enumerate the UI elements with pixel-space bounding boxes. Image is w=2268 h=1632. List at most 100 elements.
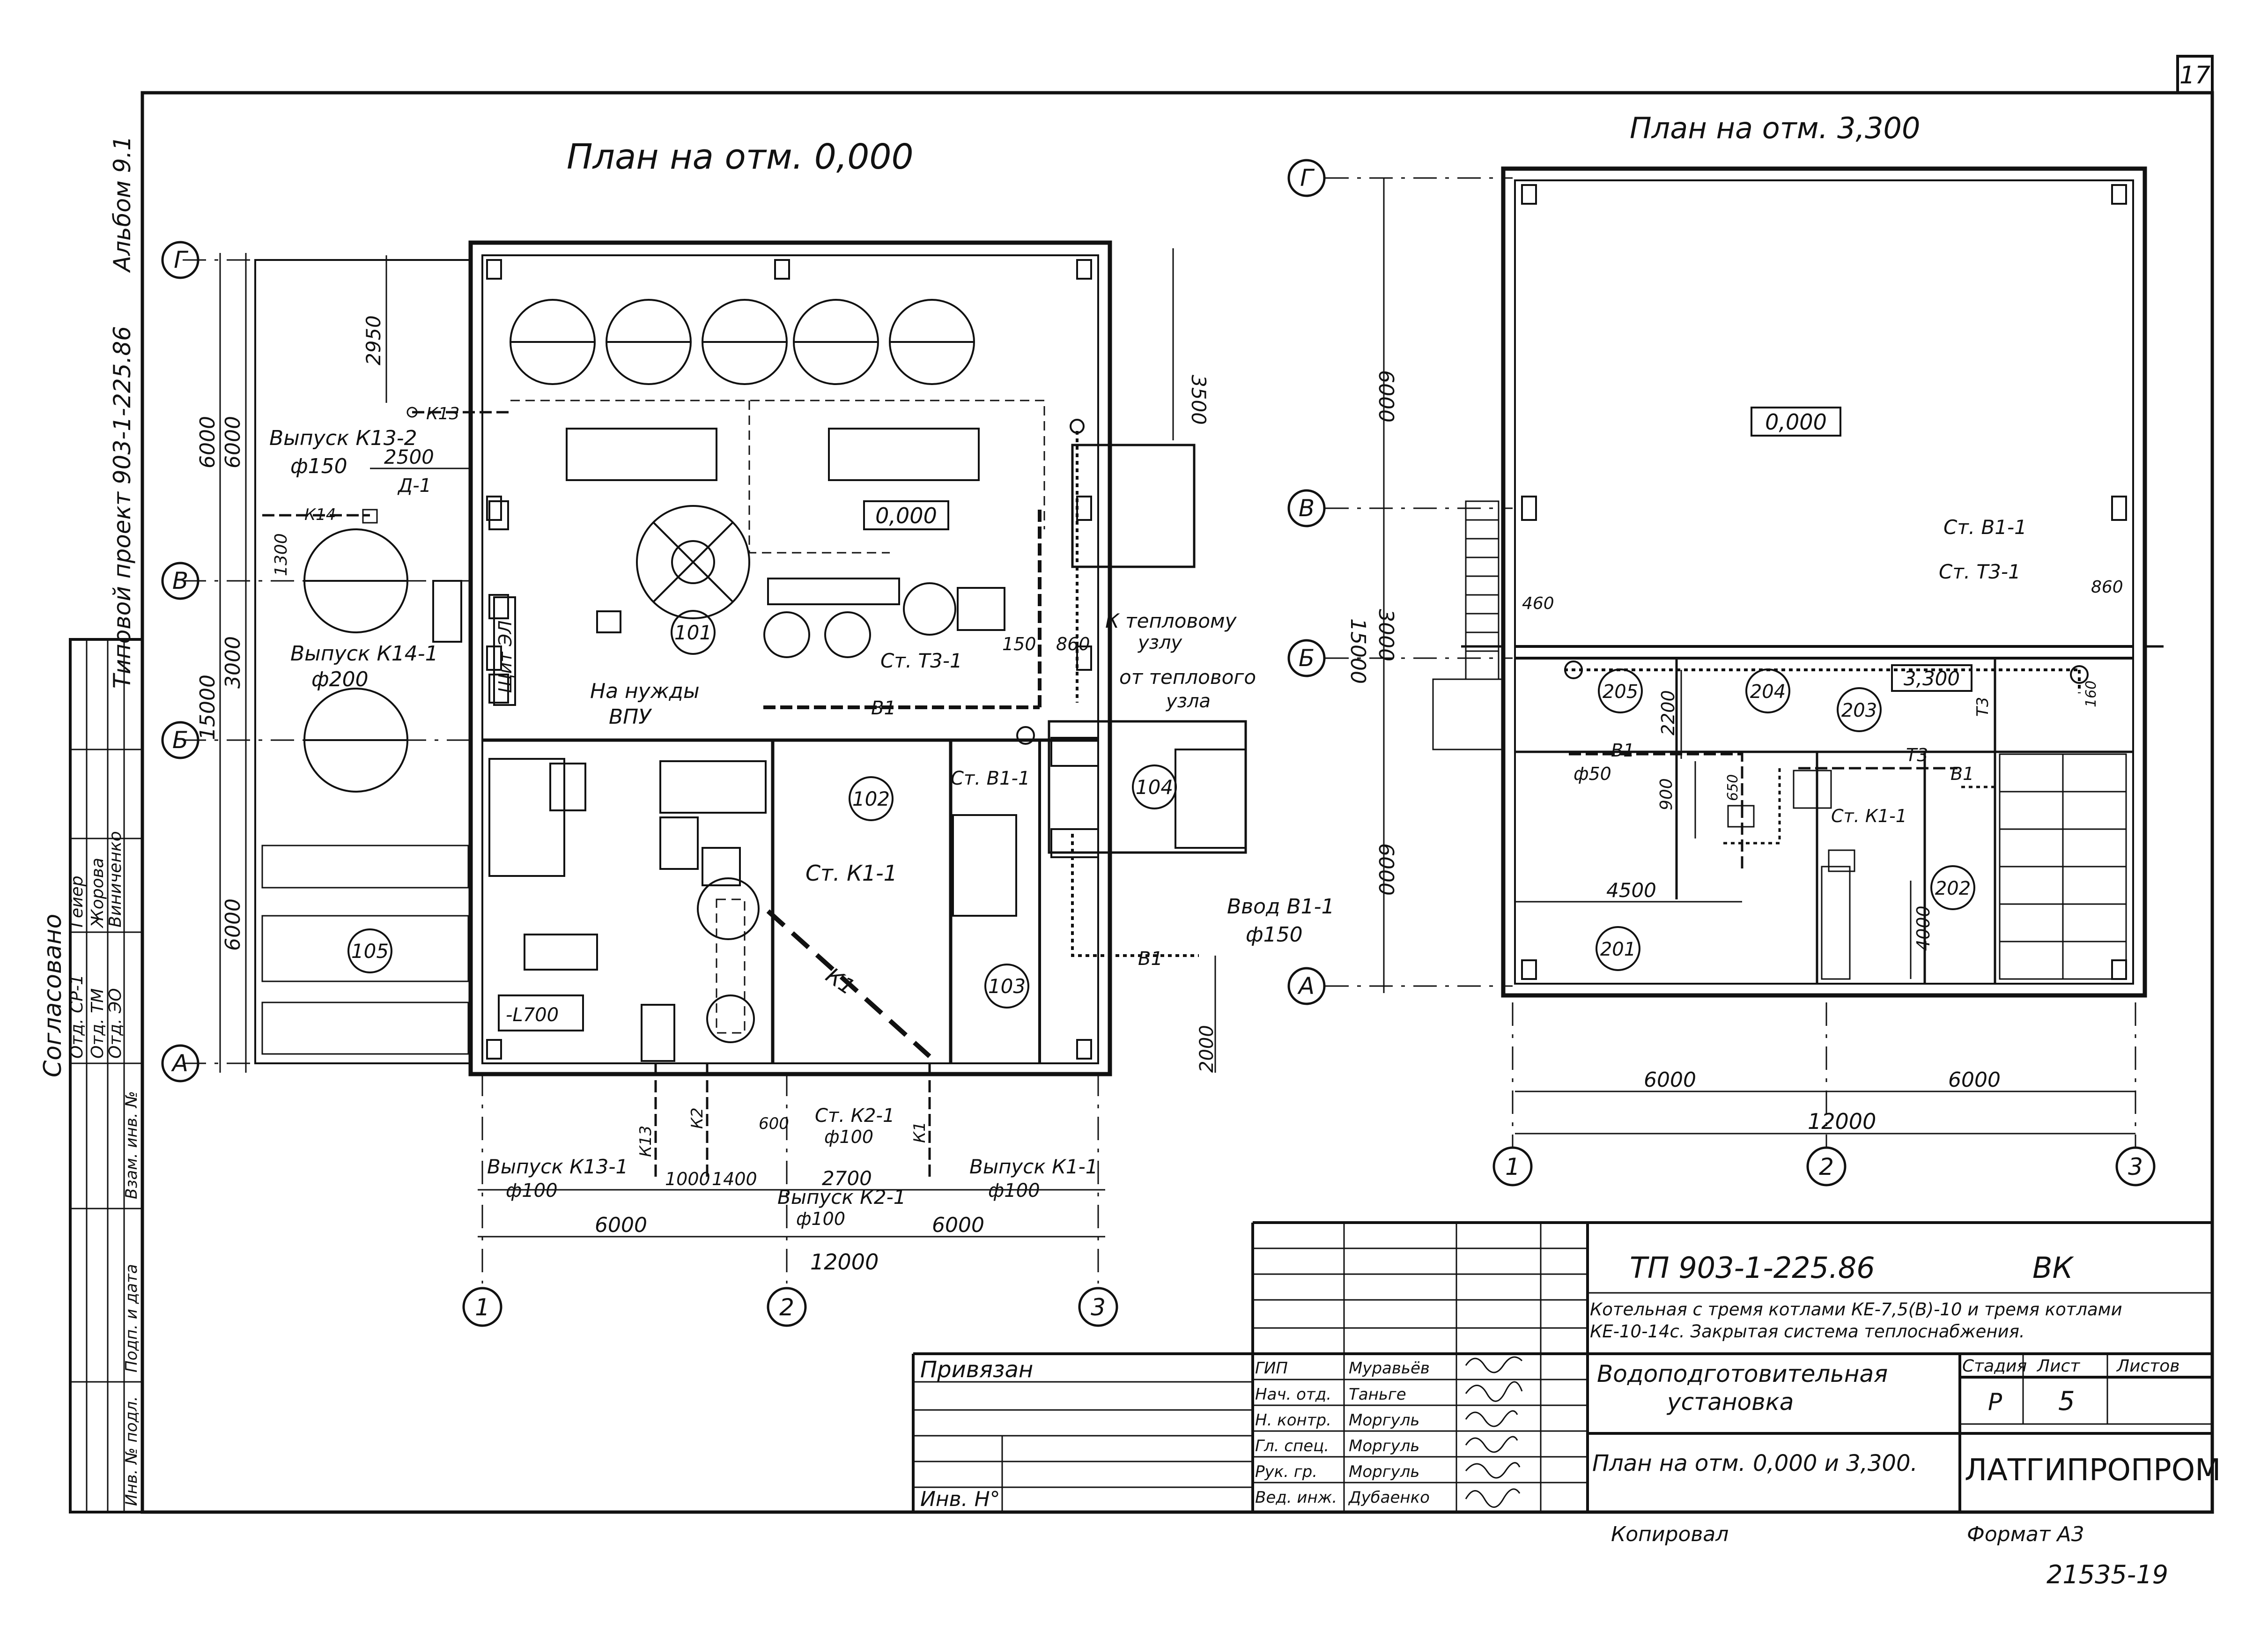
dim-2700: 2700 bbox=[822, 1167, 872, 1190]
label-t3-vertical: Т3 bbox=[1973, 697, 1992, 717]
tb-archive-no: 21535-19 bbox=[2046, 1560, 2168, 1589]
typovoy-project-label: Типовой проект 903-1-225.86 bbox=[109, 326, 136, 689]
label-b1: В1 bbox=[871, 697, 896, 719]
tb-role-1: ГИП bbox=[1255, 1359, 1288, 1378]
axis-bubble-1-r bbox=[1492, 1146, 1533, 1187]
axis-bubble-1 bbox=[462, 1287, 502, 1327]
axis-label-V: В bbox=[172, 567, 188, 594]
tb-name-4: Моргуль bbox=[1349, 1437, 1419, 1455]
label-vypusk-k14-1: Выпуск К14-1 bbox=[290, 642, 438, 666]
dim-3500: 3500 bbox=[1187, 375, 1210, 425]
right-elevation-top-value: 0,000 bbox=[1765, 409, 1827, 435]
right-elevation-box-top bbox=[1751, 407, 1841, 437]
label-na-nuzhdy: На нужды bbox=[590, 679, 700, 703]
dim-160: 160 bbox=[2083, 681, 2099, 707]
left-outdoor-tanks bbox=[303, 528, 408, 793]
axis-bubble-2-r bbox=[1806, 1146, 1847, 1187]
axis-label-A-r: А bbox=[1297, 972, 1315, 1000]
dim-3000-right: 3000 bbox=[1374, 609, 1398, 661]
label-vypusk-k2-1: Выпуск К2-1 bbox=[777, 1186, 906, 1209]
right-elevation-box-room bbox=[1891, 664, 1972, 692]
dim-650: 650 bbox=[1725, 774, 1741, 801]
dim-860-r: 860 bbox=[2091, 578, 2123, 597]
label-phi50: ф50 bbox=[1574, 764, 1611, 784]
dim-6000-right-b: 6000 bbox=[1374, 843, 1398, 896]
axis-bubble-A-r bbox=[1287, 967, 1326, 1005]
tb-privyazan: Привязан bbox=[920, 1357, 1033, 1383]
pipe-v1-main bbox=[763, 506, 1042, 709]
right-plan: План на отм. 3,300 Г В Б А 1 2 3 bbox=[1287, 111, 2164, 1187]
room-103: 103 bbox=[988, 975, 1026, 998]
label-uzlu: узлу bbox=[1138, 632, 1183, 653]
dim-2500: 2500 bbox=[384, 445, 434, 468]
approval-name-3: Виниченко bbox=[106, 831, 125, 927]
axis-label-G-r: Г bbox=[1300, 164, 1315, 192]
label-vypusk-k13-1: Выпуск К13-1 bbox=[487, 1155, 628, 1178]
label-phi100-a: ф100 bbox=[824, 1127, 873, 1147]
left-building-walls bbox=[254, 240, 1247, 1076]
axis-bubble-A bbox=[161, 1044, 199, 1083]
tb-role-5: Рук. гр. bbox=[1255, 1462, 1317, 1481]
tb-stadia-label: Стадия bbox=[1962, 1357, 2027, 1376]
label-k13-vertical: К13 bbox=[636, 1126, 655, 1157]
room-101: 101 bbox=[674, 621, 712, 644]
right-axis-bubbles: Г В Б А 1 2 3 bbox=[1287, 159, 2156, 1187]
dim-1400: 1400 bbox=[712, 1169, 757, 1189]
tb-name-1: Муравьёв bbox=[1349, 1359, 1430, 1378]
label-k-teplovomu: К тепловому bbox=[1105, 609, 1237, 632]
tb-mark: ВК bbox=[2032, 1251, 2075, 1285]
dim-860: 860 bbox=[1056, 634, 1090, 654]
axis-bubble-3 bbox=[1078, 1287, 1118, 1327]
axis-label-V-r: В bbox=[1299, 495, 1315, 522]
axis-label-2-r: 2 bbox=[1819, 1153, 1834, 1180]
label-ot-teplovogo: от теплового bbox=[1119, 666, 1256, 689]
axis-label-1: 1 bbox=[475, 1294, 490, 1321]
label-phi100-d: ф100 bbox=[988, 1180, 1040, 1202]
dim-1300: 1300 bbox=[272, 533, 291, 576]
tb-list-label: Лист bbox=[2036, 1357, 2080, 1376]
axis-bubble-2 bbox=[767, 1287, 807, 1327]
left-equipment bbox=[432, 299, 1247, 1062]
left-room-tags: 101 102 103 104 105 bbox=[347, 610, 1177, 1009]
label-k2-vertical: К2 bbox=[688, 1107, 707, 1129]
axis-label-2: 2 bbox=[779, 1294, 794, 1321]
left-dimension-lines bbox=[219, 248, 1216, 1238]
pipe-v1-vvod bbox=[1071, 834, 1199, 957]
sheet-number-box bbox=[2176, 55, 2214, 94]
left-elevation-value: 0,000 bbox=[875, 503, 937, 528]
label-vypusk-k13-2: Выпуск К13-2 bbox=[269, 426, 417, 450]
label-b1-b-r: В1 bbox=[1950, 764, 1974, 784]
tb-code: ТП 903-1-225.86 bbox=[1630, 1251, 1875, 1285]
axis-bubble-B-r bbox=[1287, 639, 1326, 677]
label-b1-b: В1 bbox=[1138, 948, 1163, 970]
left-elevation-box bbox=[863, 500, 949, 530]
pipe-k1 bbox=[766, 909, 931, 1058]
dim-900: 900 bbox=[1657, 778, 1676, 810]
room-201: 201 bbox=[1600, 939, 1636, 960]
soglasovano-label: Согласовано bbox=[39, 914, 67, 1077]
album-label: Альбом 9.1 bbox=[109, 136, 136, 273]
right-room-tags: 201 202 203 204 205 bbox=[1596, 668, 1975, 971]
tb-listov-label: Листов bbox=[2116, 1357, 2179, 1376]
right-elevation-room-value: 3,300 bbox=[1904, 667, 1960, 690]
tb-description-1: Котельная с тремя котлами КЕ-7,5(В)-10 и… bbox=[1590, 1299, 2122, 1320]
right-building-walls bbox=[1461, 166, 2164, 998]
dim-3000-left: 3000 bbox=[221, 636, 245, 689]
tb-role-2: Нач. отд. bbox=[1255, 1385, 1331, 1404]
label-k1-vertical: К1 bbox=[910, 1121, 929, 1143]
label-k14: К14 bbox=[304, 505, 336, 524]
label-vvod-v1-1: Ввод В1-1 bbox=[1227, 895, 1335, 919]
label-phi100-c: ф100 bbox=[796, 1209, 845, 1229]
dim-150: 150 bbox=[1002, 634, 1036, 654]
label-st-t3-1: Ст. Т3-1 bbox=[880, 649, 962, 672]
label-st-v1-1: Ст. В1-1 bbox=[951, 768, 1030, 789]
dim-2950: 2950 bbox=[362, 315, 385, 365]
approval-dept-3: Отд. ЭО bbox=[106, 988, 125, 1059]
dim-4000: 4000 bbox=[1913, 905, 1934, 951]
dim-600: 600 bbox=[759, 1114, 789, 1133]
tb-name-3: Моргуль bbox=[1349, 1411, 1419, 1430]
label-st-k2-1: Ст. К2-1 bbox=[815, 1105, 894, 1127]
axis-label-1-r: 1 bbox=[1505, 1153, 1520, 1180]
signatures bbox=[1465, 1356, 1523, 1508]
approval-dept-2: Отд. ТМ bbox=[88, 988, 107, 1059]
